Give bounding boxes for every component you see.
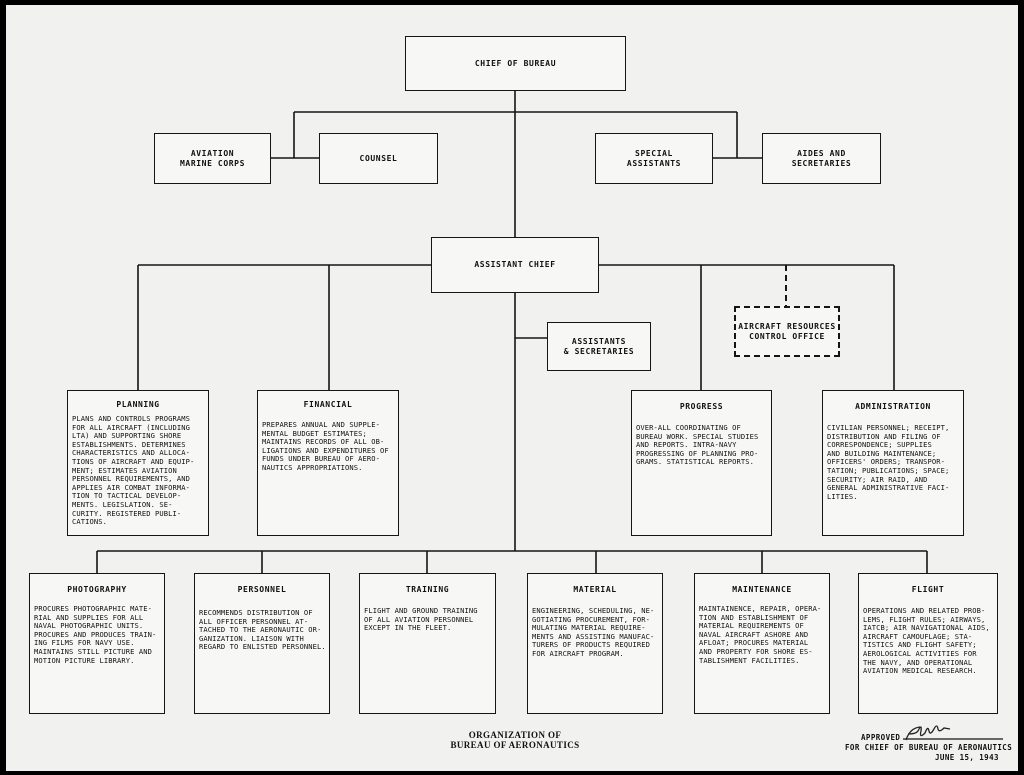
personnel-title: PERSONNEL (237, 585, 287, 594)
planning-box: PLANNING PLANS AND CONTROLS PROGRAMS FOR… (67, 390, 209, 536)
material-box: MATERIAL ENGINEERING, SCHEDULING, NE- GO… (527, 573, 663, 714)
assistant-chief-box: ASSISTANT CHIEF (431, 237, 599, 293)
for-chief-label: FOR CHIEF OF BUREAU OF AERONAUTICS (845, 743, 1013, 752)
signature-icon (905, 725, 951, 741)
progress-description: OVER-ALL COORDINATING OF BUREAU WORK. SP… (636, 423, 759, 467)
aides-and-secretaries-box: AIDES AND SECRETARIES (762, 133, 881, 184)
material-description: ENGINEERING, SCHEDULING, NE- GOTIATING P… (532, 606, 655, 658)
aviation-marine-corps-label: AVIATION MARINE CORPS (180, 148, 245, 168)
assistant-chief-label: ASSISTANT CHIEF (474, 260, 556, 269)
personnel-box: PERSONNEL RECOMMENDS DISTRIBUTION OF ALL… (194, 573, 330, 714)
progress-title: PROGRESS (679, 402, 724, 411)
planning-description: PLANS AND CONTROLS PROGRAMS FOR ALL AIRC… (72, 414, 195, 527)
chart-title: ORGANIZATION OF BUREAU OF AERONAUTICS (450, 730, 580, 750)
assistants-secretaries-label: ASSISTANTS & SECRETARIES (563, 336, 635, 356)
chief-of-bureau-label: CHIEF OF BUREAU (474, 58, 557, 68)
special-assistants-box: SPECIAL ASSISTANTS (595, 133, 713, 184)
aircraft-resources-box: AIRCRAFT RESOURCES CONTROL OFFICE (734, 306, 840, 357)
financial-description: PREPARES ANNUAL AND SUPPLE- MENTAL BUDGE… (262, 420, 389, 472)
approved-label: APPROVED (861, 733, 901, 742)
training-description: FLIGHT AND GROUND TRAINING OF ALL AVIATI… (364, 606, 478, 633)
planning-title: PLANNING (116, 400, 160, 409)
aides-and-secretaries-label: AIDES AND SECRETARIES (791, 148, 852, 168)
counsel-label: COUNSEL (359, 153, 398, 163)
approval-date: JUNE 15, 1943 (935, 753, 999, 762)
progress-box: PROGRESS OVER-ALL COORDINATING OF BUREAU… (631, 390, 772, 536)
financial-box: FINANCIAL PREPARES ANNUAL AND SUPPLE- ME… (257, 390, 399, 536)
maintenance-box: MAINTENANCE MAINTAINENCE, REPAIR, OPERA-… (694, 573, 830, 714)
chief-of-bureau-box: CHIEF OF BUREAU (405, 36, 626, 91)
financial-title: FINANCIAL (303, 400, 353, 409)
maintenance-title: MAINTENANCE (732, 585, 792, 594)
counsel-box: COUNSEL (319, 133, 438, 184)
photography-box: PHOTOGRAPHY PROCURES PHOTOGRAPHIC MATE- … (29, 573, 165, 714)
special-assistants-label: SPECIAL ASSISTANTS (626, 148, 682, 168)
flight-description: OPERATIONS AND RELATED PROB- LEMS, FLIGH… (863, 606, 990, 676)
assistants-secretaries-box: ASSISTANTS & SECRETARIES (547, 322, 651, 371)
administration-description: CIVILIAN PERSONNEL; RECEIPT, DISTRIBUTIO… (827, 423, 950, 501)
chart-sheet (6, 5, 1018, 771)
flight-title: FLIGHT (911, 585, 945, 594)
aircraft-resources-label: AIRCRAFT RESOURCES CONTROL OFFICE (738, 321, 836, 341)
maintenance-description: MAINTAINENCE, REPAIR, OPERA- TION AND ES… (699, 604, 822, 665)
training-title: TRAINING (405, 585, 450, 594)
training-box: TRAINING FLIGHT AND GROUND TRAINING OF A… (359, 573, 496, 714)
administration-box: ADMINISTRATION CIVILIAN PERSONNEL; RECEI… (822, 390, 964, 536)
personnel-description: RECOMMENDS DISTRIBUTION OF ALL OFFICER P… (199, 608, 326, 652)
photography-description: PROCURES PHOTOGRAPHIC MATE- RIAL AND SUP… (34, 604, 157, 665)
material-title: MATERIAL (573, 585, 617, 594)
administration-title: ADMINISTRATION (855, 402, 931, 411)
photography-title: PHOTOGRAPHY (67, 585, 127, 594)
aviation-marine-corps-box: AVIATION MARINE CORPS (154, 133, 271, 184)
flight-box: FLIGHT OPERATIONS AND RELATED PROB- LEMS… (858, 573, 998, 714)
